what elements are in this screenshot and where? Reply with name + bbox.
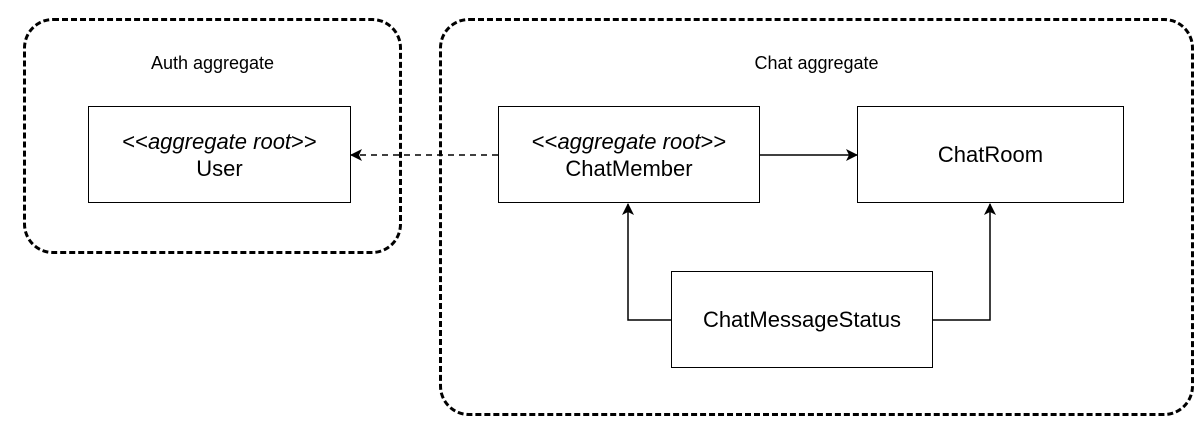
chatmessagestatus-label: ChatMessageStatus [702,307,902,332]
chat-aggregate-title: Chat aggregate [754,53,879,73]
chatmember-node: <<aggregate root>> ChatMember [498,106,760,203]
user-node: <<aggregate root>> User [88,106,351,203]
chatroom-node: ChatRoom [857,106,1124,203]
chatmember-stereotype: <<aggregate root>> [531,128,727,154]
auth-aggregate-region: Auth aggregate [23,18,402,254]
chatroom-label: ChatRoom [937,142,1044,167]
auth-aggregate-title: Auth aggregate [150,53,275,73]
chatmember-label: ChatMember [565,155,693,181]
user-stereotype: <<aggregate root>> [122,128,317,154]
chat-aggregate-region: Chat aggregate [439,18,1194,416]
chatmessagestatus-node: ChatMessageStatus [671,271,933,368]
user-label: User [196,155,243,181]
